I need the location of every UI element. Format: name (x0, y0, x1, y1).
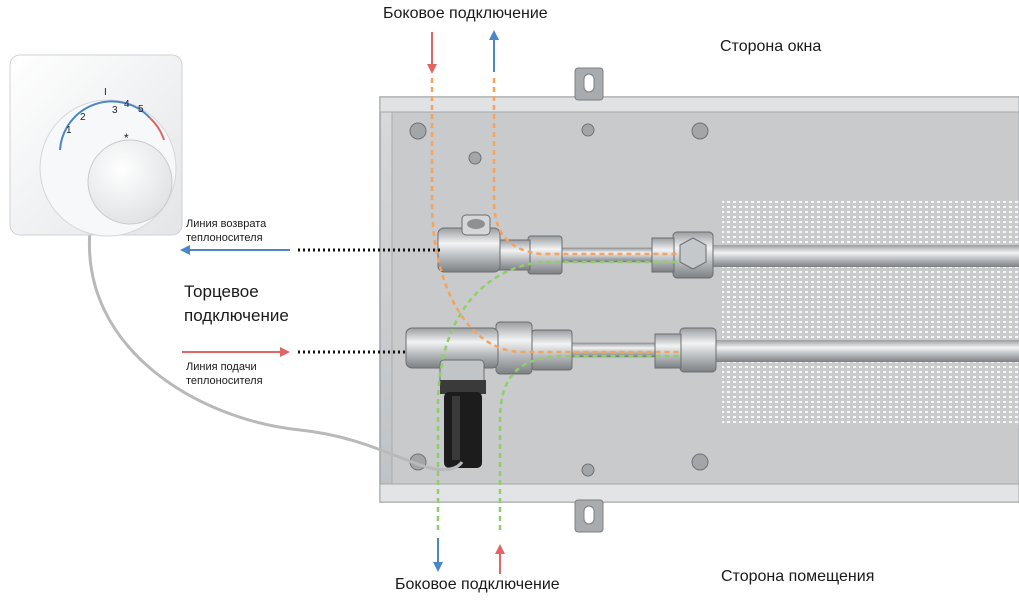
flow-path-green-1 (436, 260, 680, 530)
end-connection-text-2: подключение (184, 306, 289, 325)
screws (409, 122, 709, 477)
return-line-label: Линия возврата теплоносителя (186, 217, 266, 245)
scale-mark-frost: * (124, 131, 129, 145)
end-connection-text-1: Торцевое (184, 282, 259, 301)
room-thermostat (9, 54, 183, 237)
window-side-label: Сторона окна (720, 38, 822, 55)
flow-path-orange-2 (492, 78, 680, 256)
mounting-bracket-bottom (574, 499, 604, 533)
end-connection-label: Торцевое подключение (184, 280, 289, 328)
flow-path-orange-1 (430, 78, 680, 354)
supply-line-label: Линия подачи теплоносителя (186, 360, 263, 388)
scale-mark-4: 4 (124, 99, 130, 110)
side-connection-top-label: Боковое подключение (383, 5, 548, 22)
scale-mark-3: 3 (112, 105, 118, 116)
side-connection-bottom-label: Боковое подключение (395, 576, 560, 593)
return-line-text-1: Линия возврата (186, 218, 267, 230)
capillary-cable (87, 229, 464, 472)
supply-line-text-1: Линия подачи (186, 361, 257, 373)
supply-arrow (182, 347, 408, 357)
side-top-arrows (427, 30, 499, 74)
return-pipe-assembly (437, 214, 1019, 279)
heat-exchanger-fins (722, 200, 1019, 425)
room-side-label: Сторона помещения (721, 568, 875, 585)
supply-line-text-2: теплоносителя (186, 375, 263, 387)
thermostat-scale: I 1 2 3 4 5 * (66, 87, 144, 145)
return-arrow (180, 245, 440, 255)
scale-mark-5: 5 (138, 104, 144, 115)
mounting-bracket-top (574, 67, 604, 101)
thermostatic-valve-head (440, 380, 486, 468)
thermostat-knob (87, 139, 173, 225)
side-bottom-arrows (433, 538, 505, 574)
scale-mark-1: 1 (66, 125, 72, 136)
scale-mark-off: I (104, 87, 107, 98)
supply-pipe-assembly (405, 321, 1019, 389)
return-line-text-2: теплоносителя (186, 232, 263, 244)
scale-mark-2: 2 (80, 112, 86, 123)
